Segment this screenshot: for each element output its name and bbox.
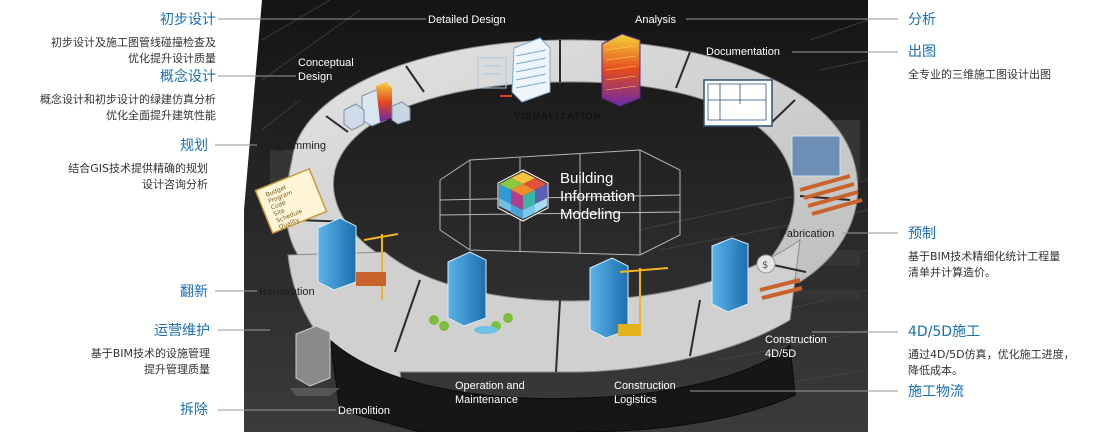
note-operation: 运营维护 基于BIM技术的设施管理 提升管理质量	[91, 322, 210, 378]
svg-text:$: $	[762, 260, 768, 271]
note-title: 初步设计	[160, 12, 216, 28]
note-logistics: 施工物流	[908, 383, 964, 401]
stage-analysis: Analysis	[635, 14, 676, 26]
note-title: 预制	[908, 226, 936, 242]
note-planning: 规划 结合GIS技术提供精确的规划 设计咨询分析	[68, 137, 208, 193]
note-drawing: 出图 全专业的三维施工图设计出图	[908, 43, 1051, 83]
stage-programming: Programming	[260, 140, 327, 152]
note-desc: 基于BIM技术的设施管理	[90, 347, 210, 360]
note-prefabrication: 预制 基于BIM技术精细化统计工程量 清单并计算造价。	[908, 225, 1060, 281]
analysis-tower	[601, 33, 641, 107]
construction-4d5d-building: $	[711, 237, 803, 313]
renovation-building	[317, 217, 399, 300]
center-title-line1: Building	[560, 170, 614, 187]
note-desc: 降低成本。	[908, 364, 963, 377]
note-demolition: 拆除	[180, 401, 208, 419]
note-title: 施工物流	[908, 384, 964, 400]
stage-documentation: Documentation	[706, 46, 780, 58]
leader-lines	[215, 18, 898, 411]
stage-renovation: Renovation	[259, 286, 315, 298]
demolition-building	[290, 325, 340, 396]
lifecycle-ring	[285, 39, 859, 432]
operation-building	[429, 251, 513, 334]
note-title: 运营维护	[154, 323, 210, 339]
stage-conceptual-design-line2: Design	[298, 71, 333, 83]
note-analysis: 分析	[908, 11, 936, 29]
note-title: 4D/5D施工	[908, 324, 981, 340]
note-preliminary-design: 初步设计 初步设计及施工图管线碰撞检查及 优化提升设计质量	[51, 11, 216, 67]
central-wireframe-building	[439, 149, 681, 256]
stage-conceptual-design-line1: Conceptual	[298, 57, 354, 69]
stage-demolition: Demolition	[338, 405, 390, 417]
note-desc: 清单并计算造价。	[908, 266, 996, 279]
stage-operation-line2: Maintenance	[455, 394, 518, 406]
bim-cube-logo	[497, 169, 549, 222]
stage-logistics-line1: Construction	[614, 380, 676, 392]
note-title: 拆除	[180, 402, 208, 418]
stage-construction-4d5d-line1: Construction	[765, 334, 827, 346]
stage-logistics-line2: Logistics	[614, 394, 657, 406]
note-desc: 优化提升设计质量	[128, 52, 216, 65]
note-desc: 结合GIS技术提供精确的规划	[68, 162, 208, 175]
note-conceptual-design: 概念设计 概念设计和初步设计的绿建仿真分析 优化全面提升建筑性能	[40, 68, 216, 124]
checklist-line: Site	[273, 207, 287, 218]
note-title: 出图	[908, 44, 936, 60]
center-title: Building Information Modeling	[560, 170, 635, 224]
note-desc: 优化全面提升建筑性能	[106, 109, 216, 122]
ring-label-visualization: VISUALIZATION	[514, 111, 602, 121]
note-title: 概念设计	[160, 69, 216, 85]
note-renovation: 翻新	[180, 283, 208, 301]
note-desc: 全专业的三维施工图设计出图	[908, 68, 1051, 81]
stage-construction-4d5d-line2: 4D/5D	[765, 348, 797, 360]
stage-operation-line1: Operation and	[455, 380, 525, 392]
detailed-design-tower	[477, 37, 551, 103]
stage-detailed-design: Detailed Design	[428, 14, 506, 26]
stage-fabrication: Fabrication	[780, 228, 835, 240]
note-desc: 通过4D/5D仿真，优化施工进度，	[908, 348, 1075, 361]
note-title: 规划	[180, 138, 208, 154]
documentation-drawing	[703, 79, 773, 127]
note-construction-4d5d: 4D/5D施工 通过4D/5D仿真，优化施工进度， 降低成本。	[908, 323, 1075, 379]
conceptual-design-model	[343, 82, 411, 131]
note-desc: 概念设计和初步设计的绿建仿真分析	[40, 93, 216, 106]
note-title: 分析	[908, 12, 936, 28]
construction-site	[589, 257, 669, 339]
center-title-line2: Information	[560, 188, 636, 205]
fabrication-machine	[791, 135, 863, 216]
note-desc: 提升管理质量	[144, 363, 210, 376]
note-title: 翻新	[180, 284, 208, 300]
note-desc: 设计咨询分析	[142, 178, 208, 191]
note-desc: 基于BIM技术精细化统计工程量	[908, 250, 1061, 263]
center-title-line3: Modeling	[560, 206, 621, 223]
note-desc: 初步设计及施工图管线碰撞检查及	[51, 36, 216, 49]
